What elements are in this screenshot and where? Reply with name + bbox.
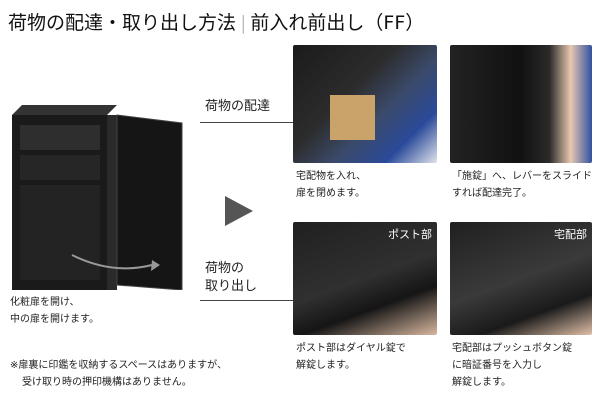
arrow-right-icon [225, 196, 253, 226]
stamp-note: ※扉裏に印鑑を収納するスペースはありますが、 受け取り時の押印機構はありません。 [10, 357, 227, 391]
note-line: ※扉裏に印鑑を収納するスペースはありますが、 [10, 360, 227, 371]
photo-dial-lock: ポスト部 [293, 222, 437, 335]
page-title: 荷物の配達・取り出し方法|前入れ前出し（FF） [8, 8, 424, 35]
caption-line: 解錠します。 [296, 360, 355, 371]
parcel-box [330, 95, 375, 140]
open-door-caption: 化粧扉を開け、 中の扉を開けます。 [10, 294, 99, 328]
caption-line: 宅配部はプッシュボタン錠 [452, 343, 572, 354]
step-caption: ポスト部はダイヤル錠で 解錠します。 [296, 340, 406, 374]
photo-push-button-lock: 宅配部 [450, 222, 592, 335]
caption-line: 解錠します。 [452, 377, 511, 388]
title-main: 荷物の配達・取り出し方法 [8, 12, 237, 34]
label-line: 荷物の [205, 261, 245, 276]
caption-line: すれば配達完了。 [452, 188, 532, 199]
note-line: 受け取り時の押印機構はありません。 [22, 377, 192, 388]
caption-line: 宅配物を入れ、 [296, 171, 367, 182]
title-separator: | [240, 12, 247, 34]
parcel-badge: 宅配部 [554, 228, 587, 241]
divider [200, 300, 293, 301]
photo-slide-lever [450, 45, 592, 163]
caption-line: 「施錠」へ、レバーをスライド [452, 171, 592, 182]
delivery-box-illustration [12, 105, 183, 290]
caption-line: ポスト部はダイヤル錠で [296, 343, 406, 354]
step-caption: 宅配物を入れ、 扉を閉めます。 [296, 168, 366, 202]
title-sub: 前入れ前出し（FF） [250, 12, 425, 34]
pickup-label: 荷物の 取り出し [205, 260, 257, 296]
label-line: 取り出し [205, 279, 258, 294]
step-caption: 宅配部はプッシュボタン錠 に暗証番号を入力し 解錠します。 [452, 340, 572, 391]
post-badge: ポスト部 [388, 228, 432, 241]
caption-line: 扉を閉めます。 [296, 188, 365, 199]
step-caption: 「施錠」へ、レバーをスライド すれば配達完了。 [452, 168, 592, 202]
caption-line: 化粧扉を開け、 [10, 297, 80, 308]
caption-line: 中の扉を開けます。 [10, 314, 99, 325]
delivery-label: 荷物の配達 [205, 99, 271, 114]
divider [200, 122, 293, 123]
caption-line: に暗証番号を入力し [452, 360, 542, 371]
